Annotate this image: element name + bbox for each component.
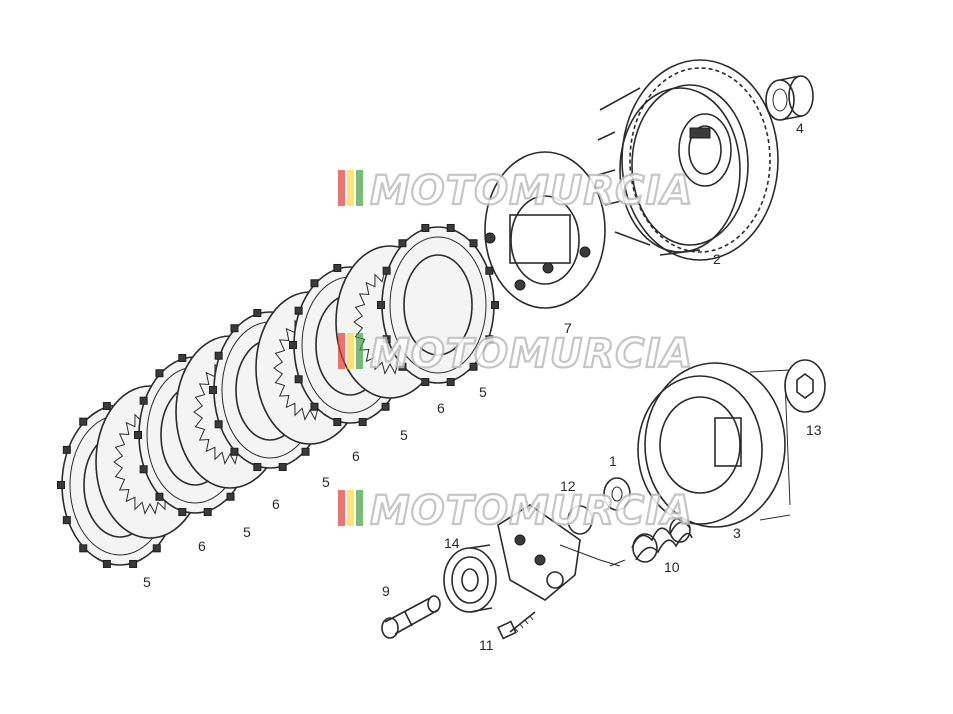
friction-plate <box>377 223 499 387</box>
callout-labels: 1 2 3 4 5 5 5 5 5 6 6 6 6 7 9 10 11 12 1… <box>143 120 822 653</box>
callout-label: 12 <box>560 478 576 494</box>
callout-label: 11 <box>479 637 494 653</box>
bushing <box>765 75 814 121</box>
callout-label: 5 <box>143 574 151 590</box>
lock-washer <box>784 359 826 413</box>
callout-label: 14 <box>444 535 460 551</box>
callout-label: 4 <box>796 120 804 136</box>
callout-label: 10 <box>664 559 680 575</box>
screw <box>497 611 536 640</box>
watermark-logo: MOTOMURCIA <box>338 167 693 215</box>
callout-label: 6 <box>437 400 445 416</box>
watermark-logo: MOTOMURCIA <box>338 487 693 535</box>
callout-label: 5 <box>479 384 487 400</box>
callout-label: 7 <box>564 320 572 336</box>
spring <box>631 517 693 563</box>
watermark: MOTOMURCIA MOTOMURCIA MOTOMURCIA <box>338 167 693 535</box>
callout-label: 5 <box>400 427 408 443</box>
callout-label: 6 <box>352 448 360 464</box>
callout-label: 6 <box>272 496 280 512</box>
callout-label: 9 <box>382 583 390 599</box>
watermark-logo: MOTOMURCIA <box>338 330 693 378</box>
watermark-text: MOTOMURCIA <box>370 331 693 377</box>
callout-label: 3 <box>733 525 741 541</box>
callout-label: 13 <box>806 422 822 438</box>
clutch-housing <box>597 59 779 261</box>
callout-label: 2 <box>713 251 721 267</box>
watermark-text: MOTOMURCIA <box>370 488 693 534</box>
callout-label: 6 <box>198 538 206 554</box>
pressure-plate <box>637 362 791 528</box>
callout-label: 1 <box>609 453 617 469</box>
clutch-hub <box>484 151 606 309</box>
release-plate <box>497 504 626 601</box>
bearing <box>443 544 497 613</box>
push-rod <box>381 595 441 639</box>
watermark-text: MOTOMURCIA <box>370 168 693 214</box>
callout-label: 5 <box>322 474 330 490</box>
callout-label: 5 <box>243 524 251 540</box>
washer <box>603 477 631 511</box>
